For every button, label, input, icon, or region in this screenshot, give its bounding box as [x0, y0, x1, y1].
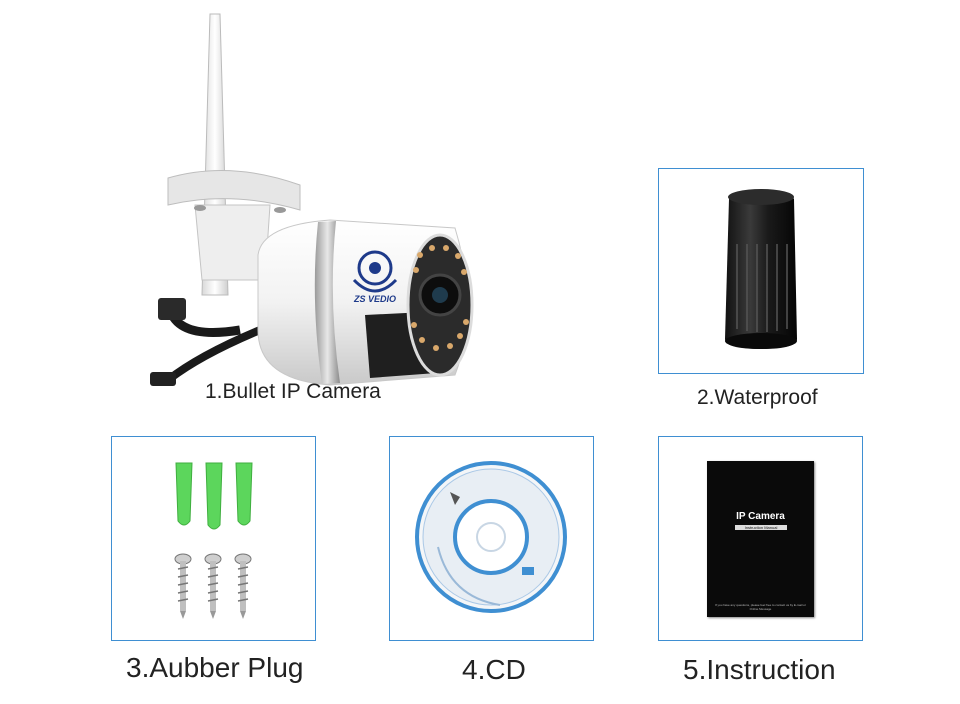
- screw-icon: [174, 553, 192, 619]
- instruction-manual-icon: IP Camera Instruction Manual If you have…: [707, 461, 814, 617]
- manual-footer: If you have any questions, please feel f…: [715, 603, 806, 611]
- caption-rubber-plug: 3.Aubber Plug: [126, 652, 304, 683]
- waterproof-cap-icon: [725, 189, 797, 349]
- manual-title: IP Camera: [736, 511, 785, 522]
- frame-rubber-plug: [111, 436, 316, 641]
- bullet-camera-icon: ZS VEDIO: [150, 13, 474, 386]
- frame-instruction: IP Camera Instruction Manual If you have…: [658, 436, 863, 641]
- manual-subtitle: Instruction Manual: [735, 525, 787, 530]
- caption-bullet-camera: 1.Bullet IP Camera: [205, 380, 381, 403]
- caption-cd: 4.CD: [462, 654, 526, 685]
- cd-disc-icon: [415, 461, 567, 613]
- camera-brand-text: ZS VEDIO: [353, 294, 396, 304]
- rubber-plug-screws-icon: [174, 462, 253, 619]
- caption-waterproof: 2.Waterproof: [697, 386, 818, 409]
- frame-waterproof: [658, 168, 864, 374]
- frame-cd: [389, 436, 594, 641]
- caption-instruction: 5.Instruction: [683, 654, 836, 685]
- item-bullet-camera: ZS VEDIO: [140, 10, 490, 390]
